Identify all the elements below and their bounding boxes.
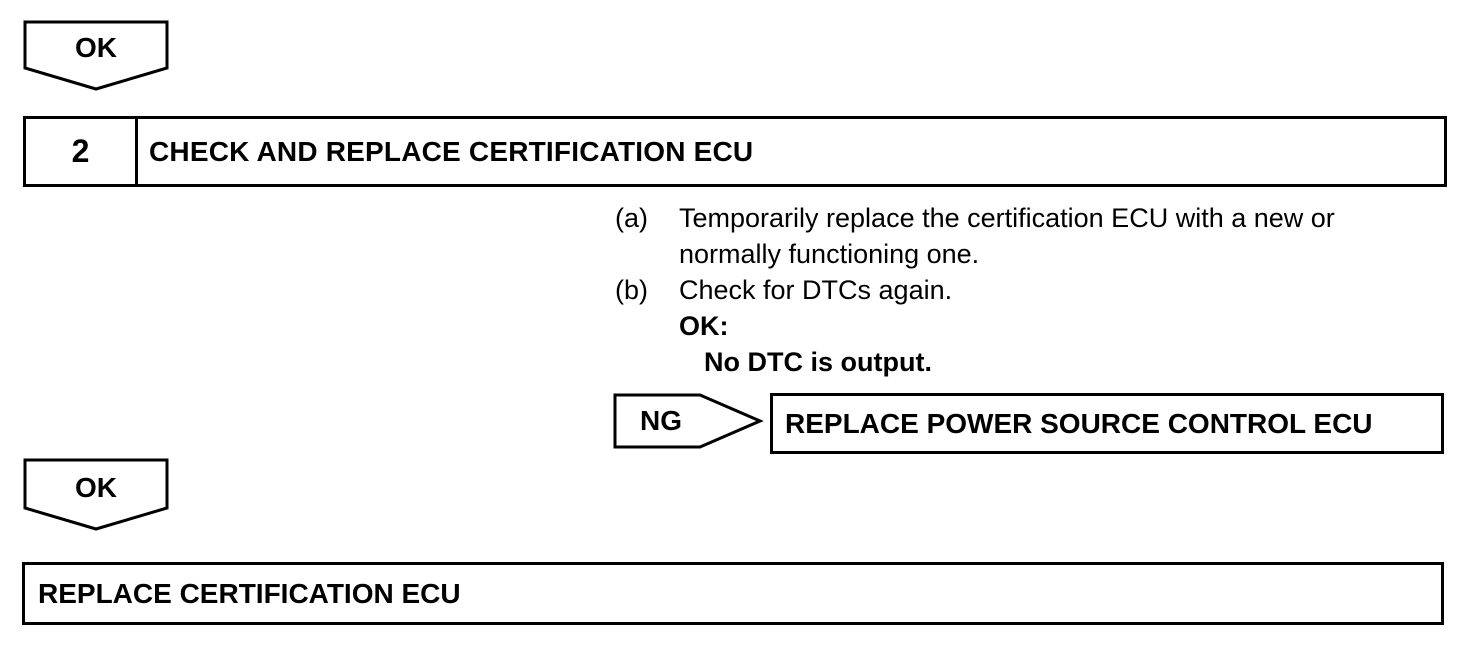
final-action-text: REPLACE CERTIFICATION ECU [38,577,461,609]
instruction-a-line-2: normally functioning one. [679,239,980,269]
step-title: CHECK AND REPLACE CERTIFICATION ECU [149,135,754,167]
ng-action-text: REPLACE POWER SOURCE CONTROL ECU [785,407,1373,439]
instruction-a-line-1: Temporarily replace the certification EC… [679,203,1335,233]
ng-arrow [613,393,764,449]
step-number: 2 [26,119,138,184]
ok-arrow-top-label: OK [75,32,117,63]
ok-criteria-result: No DTC is output. [704,347,932,377]
instruction-a: (a) Temporarily replace the certificatio… [615,200,1445,272]
ng-action-box: REPLACE POWER SOURCE CONTROL ECU [770,393,1444,454]
ok-arrow-bottom [23,458,169,531]
ok-arrow-bottom-label: OK [75,472,117,503]
instruction-b: (b) Check for DTCs again. OK: No DTC is … [615,272,1445,380]
step-header-box: 2 CHECK AND REPLACE CERTIFICATION ECU [23,116,1447,187]
final-action-box: REPLACE CERTIFICATION ECU [22,562,1444,625]
ng-arrow-label: NG [640,405,682,436]
ok-arrow-top [23,20,169,91]
instruction-a-letter: (a) [615,203,648,233]
instruction-b-letter: (b) [615,275,648,305]
instruction-b-line-1: Check for DTCs again. [679,275,953,305]
ok-criteria-heading: OK: [679,311,729,341]
